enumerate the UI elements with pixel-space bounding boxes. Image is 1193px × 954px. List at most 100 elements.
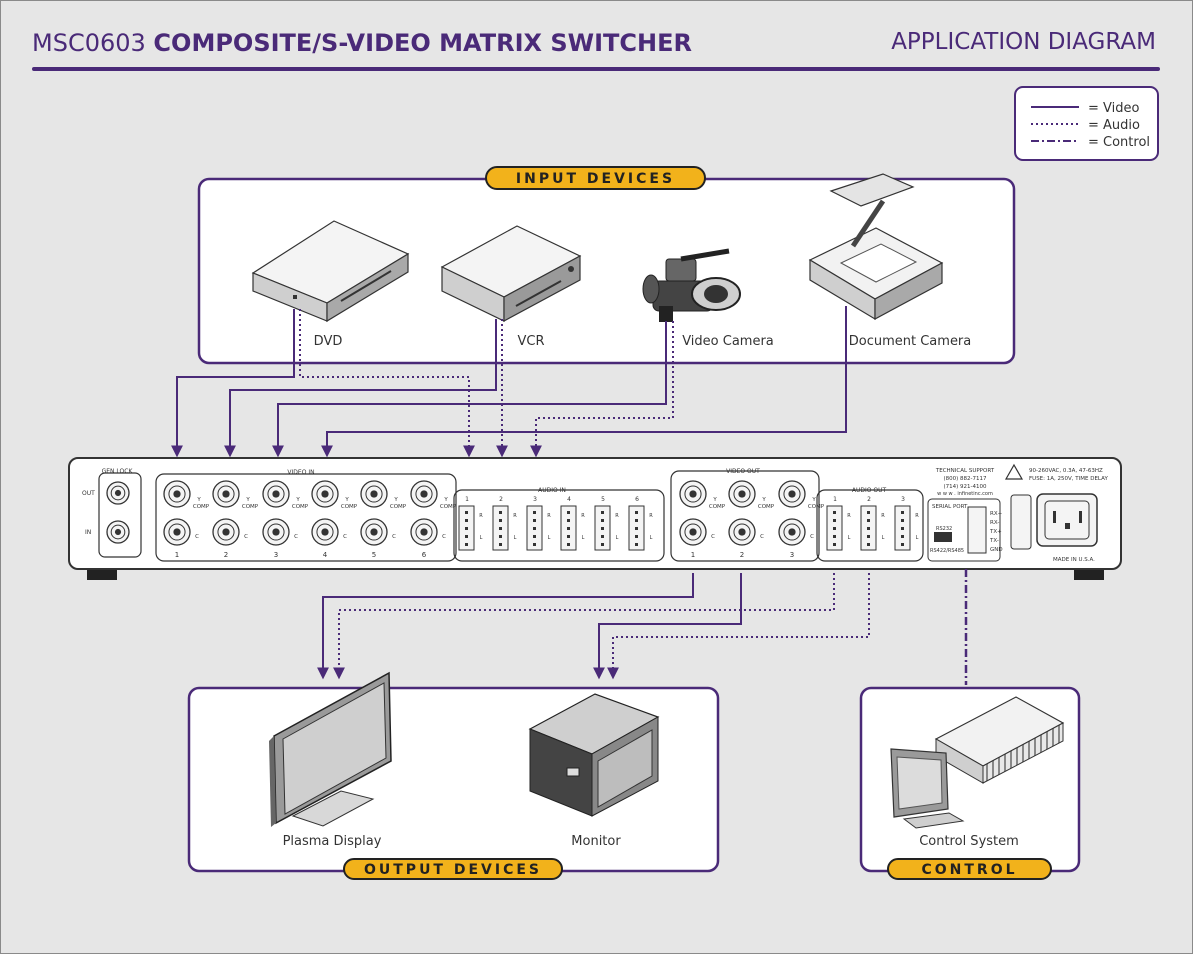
audio-in-number: 1 <box>465 496 469 503</box>
audio-in-2-terminal-screw <box>499 519 502 522</box>
audio-in-4-terminal-screw <box>567 519 570 522</box>
video-out-3-y-comp-connector-pin <box>788 490 796 498</box>
serial-pin-label: TX+ <box>989 529 1002 535</box>
input-devices-tag: INPUT DEVICES <box>485 166 706 190</box>
video-in-2-c-connector-pin <box>222 528 230 536</box>
plasma-display-label: Plasma Display <box>283 834 382 849</box>
header-rule <box>32 67 1160 71</box>
y-label: Y <box>712 497 717 503</box>
video-in-2-y-comp-connector-pin <box>222 490 230 498</box>
l-label: L <box>480 535 483 541</box>
audio-in-5-terminal-screw <box>601 519 604 522</box>
product-title: COMPOSITE/S-VIDEO MATRIX SWITCHER <box>153 29 693 57</box>
l-label: L <box>916 535 919 541</box>
audio-in-number: 6 <box>635 496 639 503</box>
r-label: R <box>847 513 851 519</box>
output-connections <box>317 569 968 685</box>
y-label: Y <box>761 497 766 503</box>
dvd-player-icon <box>251 220 410 323</box>
l-label: L <box>548 535 551 541</box>
c-label: C <box>195 534 199 540</box>
audio-in-2-terminal-screw <box>499 511 502 514</box>
video-in-1-c-connector-pin <box>173 528 181 536</box>
audio-in-4-terminal-screw <box>567 511 570 514</box>
video-out-label: VIDEO OUT <box>726 468 760 475</box>
audio-in-3-terminal-screw <box>533 527 536 530</box>
video-in-2-y-comp-connector-ring <box>217 485 235 503</box>
audio-in-number: 2 <box>499 496 503 503</box>
comp-label: COMP <box>341 504 358 510</box>
video-in-5-c-connector-pin <box>370 528 378 536</box>
audio-in-3-terminal-screw <box>533 519 536 522</box>
dvd-video-line <box>171 309 295 458</box>
y-label: Y <box>393 497 398 503</box>
serial-port-label: SERIAL PORT <box>932 504 968 510</box>
video-in-6-y-comp-connector-pin <box>420 490 428 498</box>
audio-out-3-terminal-screw <box>901 527 904 530</box>
y-label: Y <box>196 497 201 503</box>
dvd-label: DVD <box>314 334 343 349</box>
audio-out-2-terminal-screw <box>867 543 870 546</box>
comp-label: COMP <box>390 504 407 510</box>
page-title: MSC0603 COMPOSITE/S-VIDEO MATRIX SWITCHE… <box>32 29 692 57</box>
power-inlet <box>1036 493 1098 547</box>
comp-label: COMP <box>193 504 210 510</box>
audio-out-number: 3 <box>901 496 905 503</box>
c-label: C <box>810 534 814 540</box>
l-label: L <box>848 535 851 541</box>
audio-in-label: AUDIO IN <box>538 487 566 494</box>
gen-lock-out-connector-pin <box>114 489 122 497</box>
l-label: L <box>650 535 653 541</box>
audio-in-5-terminal-screw <box>601 511 604 514</box>
audio-out-3-terminal-screw <box>901 543 904 546</box>
video-out-1-y-comp-connector-ring <box>684 485 702 503</box>
c-label: C <box>343 534 347 540</box>
audio-in-6-terminal-screw <box>635 543 638 546</box>
audio-in-1-terminal-screw <box>465 535 468 538</box>
audio-in-1-terminal-screw <box>465 543 468 546</box>
plasma-display-icon <box>269 671 392 827</box>
fuse-holder <box>1010 494 1032 550</box>
monitor-icon <box>528 693 660 817</box>
audio-in-number: 5 <box>601 496 605 503</box>
r-label: R <box>649 513 653 519</box>
rs422-label: RS422/RS485 <box>930 548 964 554</box>
support-line-3: (714) 921-4100 <box>943 484 987 490</box>
legend-audio-label: = Audio <box>1088 118 1140 133</box>
audio-in-6-terminal-screw <box>635 527 638 530</box>
comp-label: COMP <box>808 504 825 510</box>
video-out-2-c-connector-pin <box>738 528 746 536</box>
audio-in-3-terminal-screw <box>533 511 536 514</box>
video-out-1-c-connector-pin <box>689 528 697 536</box>
video-out-3-y-comp-connector-ring <box>783 485 801 503</box>
audio-in-4-terminal-screw <box>567 543 570 546</box>
plasma-audio-line <box>333 573 835 680</box>
video-in-6-y-comp-connector-ring <box>415 485 433 503</box>
matrix-switcher-panel: GEN LOCK OUT IN VIDEO IN AUDIO IN VIDEO … <box>68 457 1122 580</box>
video-in-1-y-comp-connector-ring <box>168 485 186 503</box>
video-in-3-c-connector-pin <box>272 528 280 536</box>
y-label: Y <box>811 497 816 503</box>
gen-lock-in-label: IN <box>85 529 91 536</box>
video-camera-label: Video Camera <box>682 334 774 349</box>
r-label: R <box>547 513 551 519</box>
legend-control-label: = Control <box>1088 135 1150 150</box>
made-in-label: MADE IN U.S.A. <box>1053 557 1095 563</box>
gen-lock-in-connector-ring <box>110 524 126 540</box>
model-number: MSC0603 <box>32 29 146 57</box>
serial-pin-label: GND <box>990 547 1003 553</box>
video-out-number: 2 <box>740 551 744 559</box>
power-rating-line-1: 90-260VAC, 0.3A, 47-63HZ <box>1029 468 1103 474</box>
video-out-1-c-connector-ring <box>684 523 702 541</box>
serial-pin-label: TX- <box>989 538 999 544</box>
warning-icon <box>1004 463 1024 480</box>
video-in-4-y-comp-connector-pin <box>321 490 329 498</box>
audio-in-6-terminal-screw <box>635 511 638 514</box>
r-label: R <box>581 513 585 519</box>
video-in-number: 6 <box>422 551 427 559</box>
video-in-4-y-comp-connector-ring <box>316 485 334 503</box>
r-label: R <box>479 513 483 519</box>
serial-pin-label: RX+ <box>990 511 1003 517</box>
control-system-icon <box>890 696 1065 829</box>
